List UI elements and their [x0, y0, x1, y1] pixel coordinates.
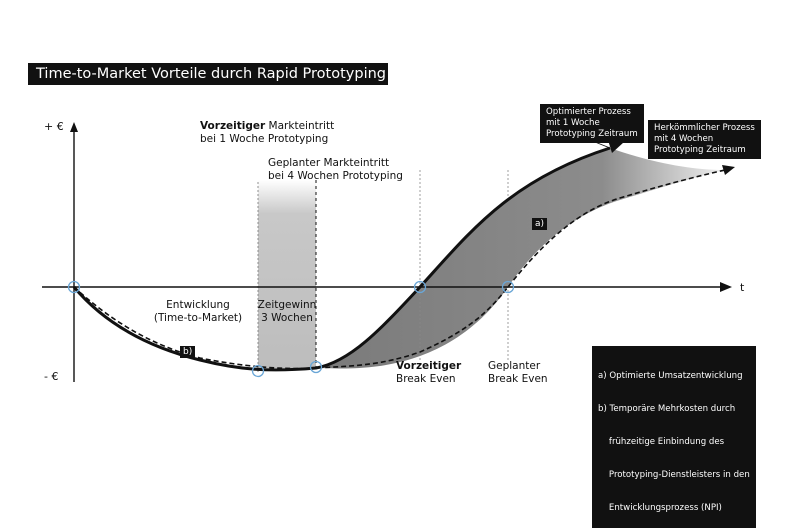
time-gain-line2: 3 Wochen	[261, 312, 313, 324]
optimized-process-arrowhead	[608, 140, 624, 153]
conventional-process-box: Herkömmlicher Prozess mit 4 Wochen Proto…	[648, 120, 761, 159]
planned-break-even-line1: Geplanter	[488, 360, 541, 372]
early-entry-line2: bei 1 Woche Prototyping	[200, 133, 329, 145]
optimized-box-line: Prototyping Zeitraum	[546, 129, 638, 139]
planned-break-even-line2: Break Even	[488, 373, 548, 385]
early-break-even-line2: Break Even	[396, 373, 456, 385]
conventional-box-line: mit 4 Wochen	[654, 134, 714, 144]
time-gain-label: Zeitgewinn 3 Wochen	[250, 299, 324, 325]
legend-line: a) Optimierte Umsatzentwicklung	[598, 371, 743, 381]
early-entry-rest: Markteintritt	[265, 120, 335, 132]
planned-entry-line1: Geplanter Markteintritt	[268, 157, 390, 169]
marker-planned-entry	[251, 364, 265, 378]
y-axis-arrow	[70, 122, 78, 132]
y-axis-plus-label: + €	[44, 120, 64, 133]
chart-title: Time-to-Market Vorteile durch Rapid Prot…	[28, 63, 388, 85]
planned-entry-label: Geplanter Markteintritt bei 4 Wochen Pro…	[268, 157, 403, 183]
marker-planned-break-even	[501, 280, 515, 294]
conventional-process-arrowhead	[722, 165, 735, 175]
early-entry-bold: Vorzeitiger	[200, 120, 266, 132]
optimized-process-box: Optimierter Prozess mit 1 Woche Prototyp…	[540, 104, 644, 143]
time-gain-line1: Zeitgewinn	[257, 299, 317, 311]
optimized-box-line: mit 1 Woche	[546, 118, 600, 128]
conventional-box-line: Herkömmlicher Prozess	[654, 123, 755, 133]
conventional-process-curve	[73, 169, 726, 370]
legend-line: frühzeitige Einbindung des	[598, 437, 725, 447]
y-axis-minus-label: - €	[44, 370, 59, 383]
early-break-even-label: Vorzeitiger Break Even	[396, 360, 461, 386]
legend-box: a) Optimierte Umsatzentwicklung b) Tempo…	[592, 346, 756, 528]
optimized-box-line: Optimierter Prozess	[546, 107, 631, 117]
development-label: Entwicklung (Time-to-Market)	[148, 299, 248, 325]
early-break-even-bold: Vorzeitiger	[396, 360, 462, 372]
tag-b: b)	[180, 346, 196, 358]
development-line1: Entwicklung	[166, 299, 230, 311]
legend-line: b) Temporäre Mehrkosten durch	[598, 404, 736, 414]
tag-a: a)	[532, 218, 548, 230]
marker-early-break-even	[413, 280, 427, 294]
planned-break-even-label: Geplanter Break Even	[488, 360, 548, 386]
optimized-process-curve	[72, 146, 611, 372]
planned-entry-line2: bei 4 Wochen Prototyping	[268, 170, 403, 182]
early-entry-label: Vorzeitiger Markteintritt bei 1 Woche Pr…	[200, 120, 334, 146]
legend-line: Prototyping-Dienstleisters in den	[598, 470, 750, 480]
time-gain-band	[258, 180, 316, 368]
marker-early-entry	[309, 360, 323, 374]
time-to-market-diagram	[42, 122, 735, 382]
development-line2: (Time-to-Market)	[153, 312, 243, 324]
area-a-optimized-revenue	[316, 148, 725, 369]
legend-line: Entwicklungsprozess (NPI)	[598, 503, 722, 513]
conventional-box-line: Prototyping Zeitraum	[654, 145, 746, 155]
x-axis-t-label: t	[740, 281, 745, 294]
marker-start	[67, 280, 81, 294]
x-axis-arrow	[720, 282, 732, 292]
